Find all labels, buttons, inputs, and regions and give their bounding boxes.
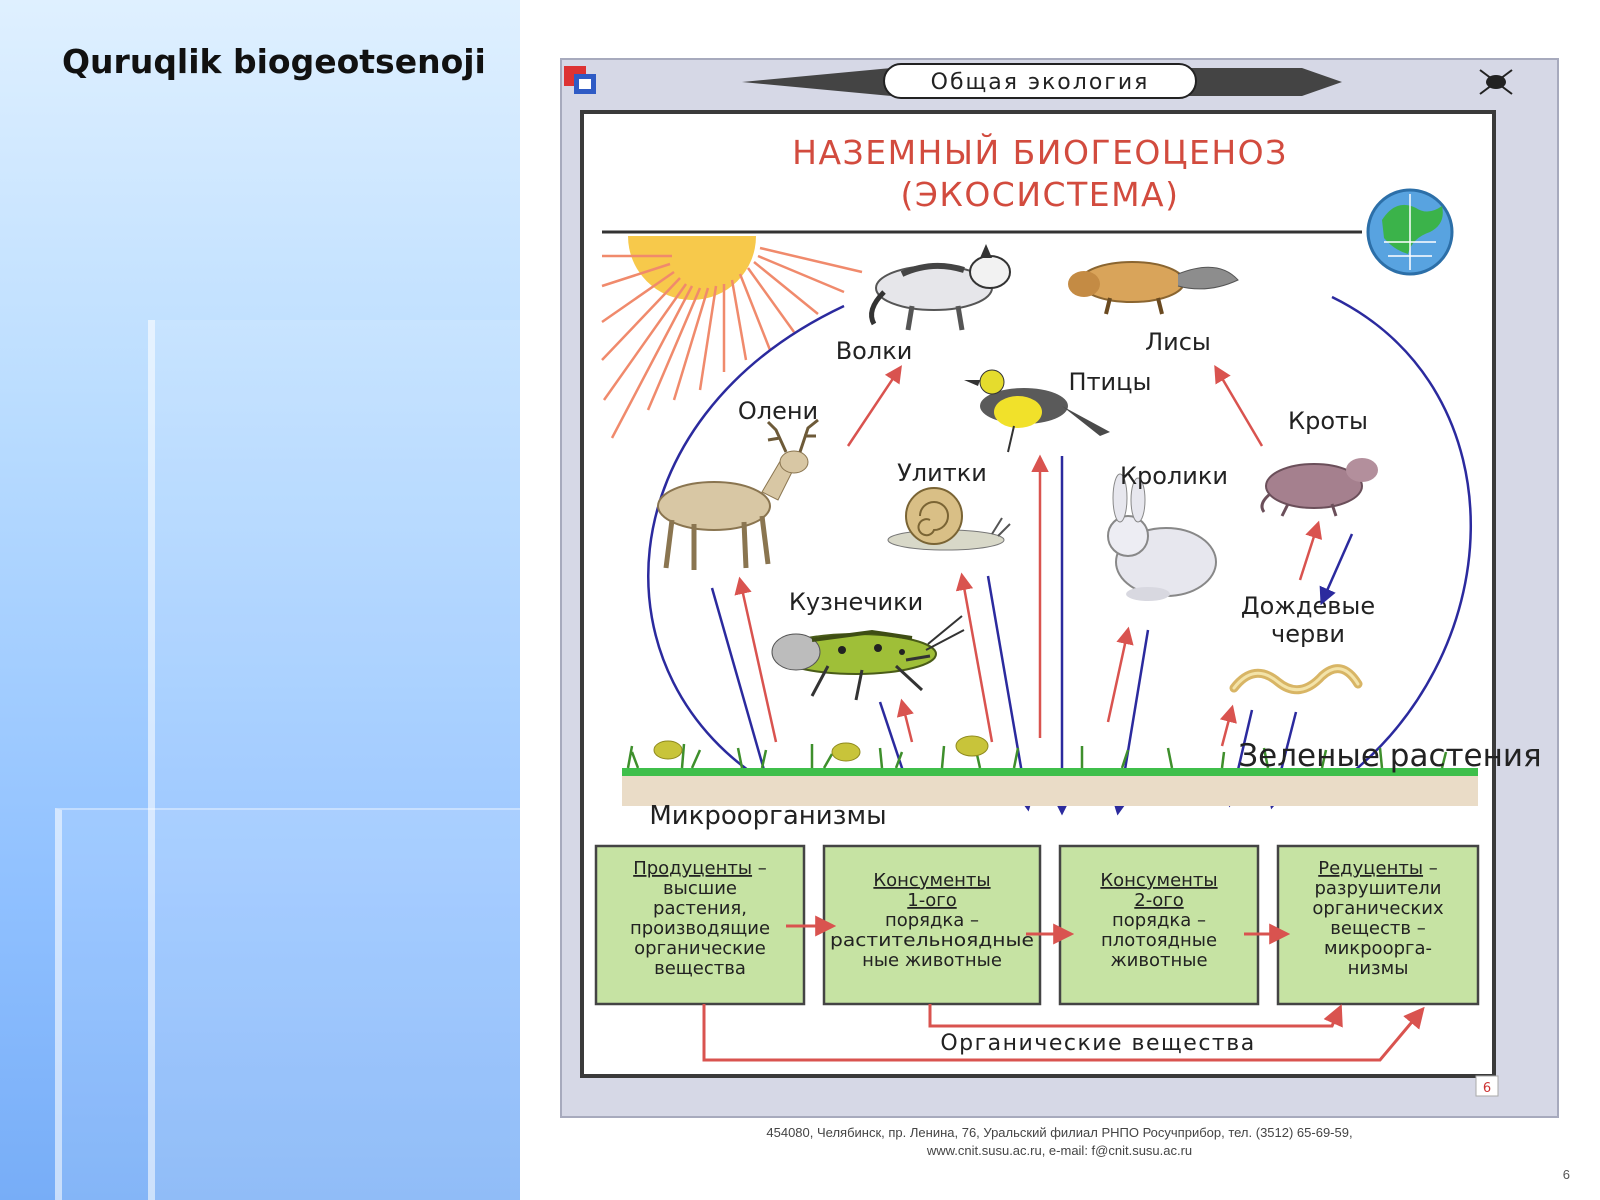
ecosystem-diagram: Общая экология 6 НАЗЕМНЫЙ БИОГЕОЦЕНОЗ (Э… [564,63,1542,1097]
label-foxes: Лисы [1145,328,1211,356]
bird-illustration [964,369,1110,453]
ground-strip [622,735,1478,806]
label-wolves: Волки [836,337,913,365]
label-rabbits: Кролики [1120,462,1228,490]
box-consumers-1-line: порядка – [885,910,979,931]
box-decomposers-line: микроорга- [1324,938,1432,959]
box-producers-line: производящие [630,918,770,939]
box-producers-dash: – [758,858,767,879]
box-consumers-1-order: 1-ого [907,890,956,911]
label-earthworms: Дождевые [1241,592,1375,620]
footer-contacts: www.cnit.susu.ac.ru, e-mail: f@cnit.susu… [926,1143,1193,1158]
deer-illustration [657,418,819,570]
svg-text:Редуценты –: Редуценты – [1318,858,1438,879]
poster-header-label: Общая экология [931,70,1150,95]
label-grasshoppers: Кузнечики [789,588,923,616]
decorative-sheet [148,320,520,1200]
box-decomposers-line: низмы [1348,958,1409,979]
decorative-sheet [55,808,520,1200]
mole-illustration [1260,458,1378,517]
box-consumers-2-line: плотоядные [1101,930,1217,951]
poster-footer: 454080, Челябинск, пр. Ленина, 76, Ураль… [560,1124,1559,1160]
label-deer: Олени [738,397,818,425]
label-birds: Птицы [1069,368,1152,396]
box-producers-line: растения, [653,898,747,919]
slide-left-panel [0,0,520,1200]
box-consumers-1-line: растительноядные [830,930,1034,951]
fox-illustration [1068,261,1239,315]
snail-illustration [887,487,1011,551]
slide-page-number: 6 [1562,1167,1570,1182]
box-producers-line: органические [634,938,766,959]
earthworm-illustration [1229,664,1363,695]
box-consumers-1-head: Консументы [873,870,990,891]
poster: Общая экология 6 НАЗЕМНЫЙ БИОГЕОЦЕНОЗ (Э… [560,58,1559,1118]
sun-icon [601,236,863,439]
label-snails: Улитки [897,459,987,487]
box-producers-line: вещества [654,958,746,979]
label-green-plants: Зеленые растения [1238,738,1541,774]
box-decomposers-line: веществ – [1330,918,1425,939]
label-microorganisms: Микроорганизмы [649,801,886,831]
box-consumers-2-line: животные [1110,950,1207,971]
box-producers: Продуценты – высшие растения, производящ… [594,844,806,1006]
box-producers-line: высшие [663,878,737,899]
poster-title: НАЗЕМНЫЙ БИОГЕОЦЕНОЗ [792,132,1288,172]
corner-page-number: 6 [1483,1081,1491,1096]
grasshopper-illustration [771,615,965,701]
box-consumers-1: Консументы 1-ого порядка – растительнояд… [822,844,1042,1006]
box-decomposers-head: Редуценты [1318,858,1423,879]
label-organic-matter: Органические вещества [940,1031,1255,1056]
poster-subtitle: (ЭКОСИСТЕМА) [900,175,1179,214]
label-moles: Кроты [1288,407,1368,435]
rabbit-illustration [1107,473,1217,601]
svg-text:Продуценты –: Продуценты – [633,858,767,879]
box-consumers-2-head: Консументы [1100,870,1217,891]
label-earthworms-line2: черви [1271,620,1345,648]
footer-address: 454080, Челябинск, пр. Ленина, 76, Ураль… [766,1125,1353,1140]
insect-icon [1479,69,1513,95]
box-consumers-2: Консументы 2-ого порядка – плотоядные жи… [1058,844,1260,1006]
slide-title: Quruqlik biogeotsenoji [62,42,486,81]
box-consumers-2-order: 2-ого [1134,890,1183,911]
logo-icon [564,66,596,94]
box-consumers-2-line: порядка – [1112,910,1206,931]
globe-icon [1366,188,1454,276]
box-decomposers-line: органических [1312,898,1444,919]
poster-header: Общая экология [564,63,1513,99]
box-decomposers-dash: – [1429,858,1438,879]
box-producers-head: Продуценты [633,858,752,879]
box-consumers-1-line: ные животные [862,950,1002,971]
wolf-illustration [869,244,1011,331]
box-decomposers-line: разрушители [1314,878,1441,899]
box-decomposers: Редуценты – разрушители органических вещ… [1276,844,1480,1006]
